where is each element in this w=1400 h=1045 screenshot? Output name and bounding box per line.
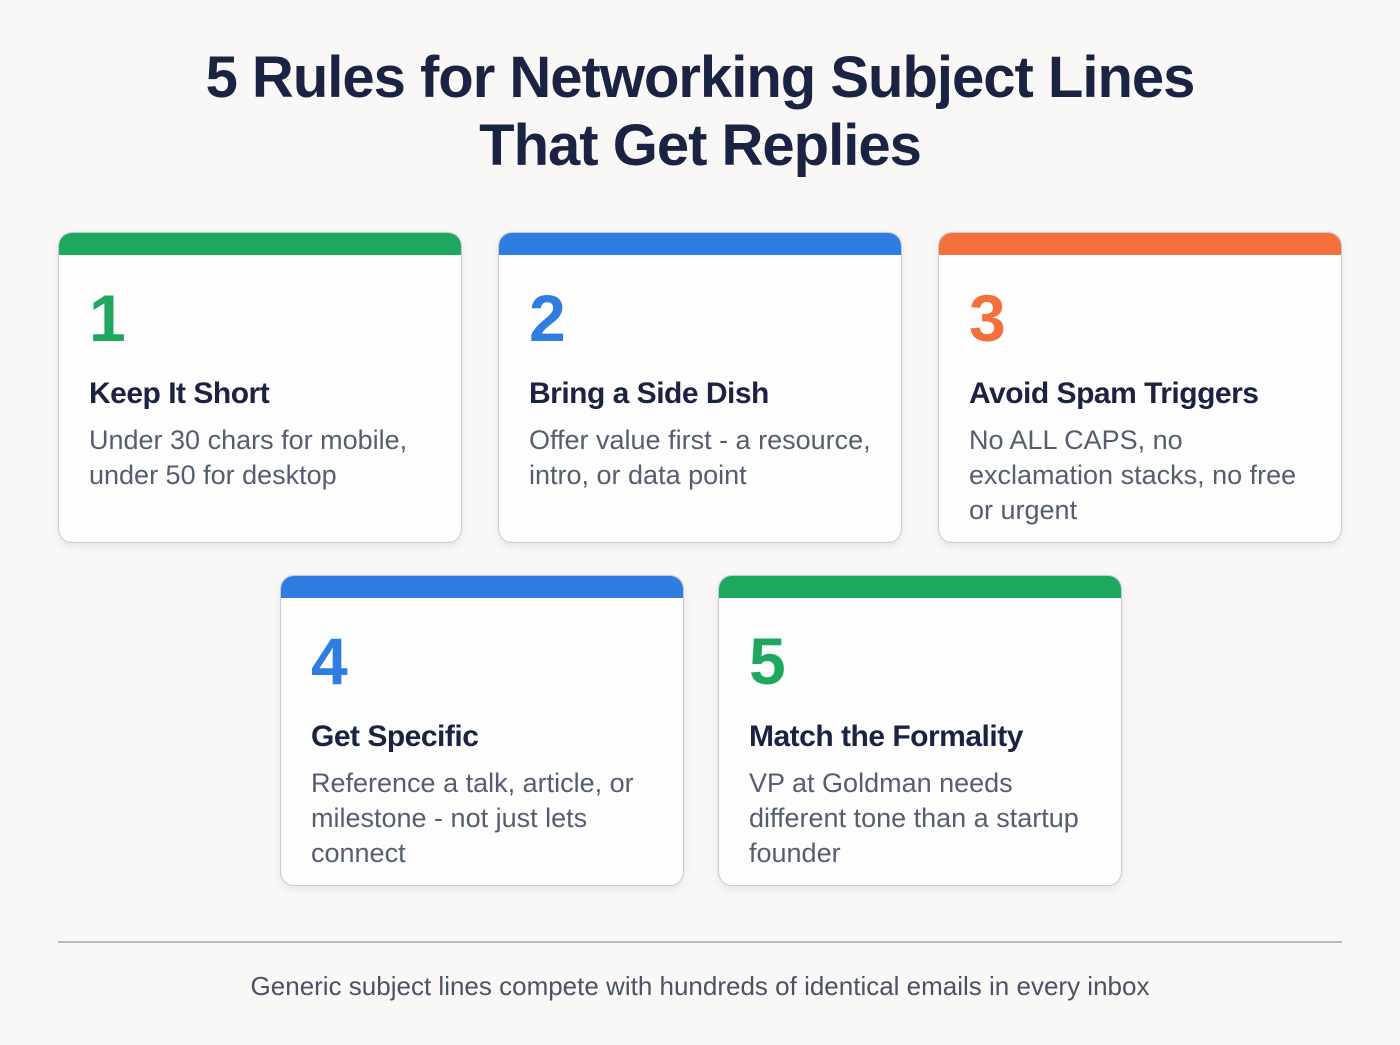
- rule-card-keep-it-short: 1 Keep It Short Under 30 chars for mobil…: [58, 232, 462, 543]
- card-accent-bar: [59, 233, 461, 255]
- card-title: Avoid Spam Triggers: [969, 377, 1259, 410]
- rule-card-match-the-formality: 5 Match the Formality VP at Goldman need…: [718, 575, 1122, 886]
- card-description: Reference a talk, article, or milestone …: [311, 768, 634, 868]
- card-number: 2: [529, 281, 566, 355]
- footer-divider: [58, 941, 1342, 943]
- card-accent-bar: [939, 233, 1341, 255]
- rule-card-avoid-spam-triggers: 3 Avoid Spam Triggers No ALL CAPS, no ex…: [938, 232, 1342, 543]
- card-body: 5 Match the Formality VP at Goldman need…: [719, 598, 1121, 871]
- page-title-line-2: That Get Replies: [479, 113, 922, 179]
- card-accent-bar: [281, 576, 683, 598]
- card-title: Match the Formality: [749, 720, 1023, 753]
- page-title: 5 Rules for Networking Subject Lines Tha…: [0, 44, 1400, 181]
- card-body: 2 Bring a Side Dish Offer value first - …: [499, 255, 901, 493]
- page-title-line-1: 5 Rules for Networking Subject Lines: [205, 45, 1196, 110]
- card-number: 4: [311, 624, 348, 698]
- rule-card-get-specific: 4 Get Specific Reference a talk, article…: [280, 575, 684, 886]
- card-number: 3: [969, 281, 1006, 355]
- card-description: Offer value first - a resource, intro, o…: [529, 425, 871, 490]
- card-description: Under 30 chars for mobile, under 50 for …: [89, 425, 408, 490]
- card-body: 4 Get Specific Reference a talk, article…: [281, 598, 683, 871]
- card-number: 5: [749, 624, 786, 698]
- card-description: No ALL CAPS, no exclamation stacks, no f…: [969, 425, 1297, 525]
- card-title: Get Specific: [311, 720, 479, 753]
- card-body: 3 Avoid Spam Triggers No ALL CAPS, no ex…: [939, 255, 1341, 528]
- card-description: VP at Goldman needs different tone than …: [749, 768, 1079, 868]
- rule-card-bring-a-side-dish: 2 Bring a Side Dish Offer value first - …: [498, 232, 902, 543]
- footer-note: Generic subject lines compete with hundr…: [250, 971, 1150, 1001]
- card-title: Keep It Short: [89, 377, 270, 410]
- card-body: 1 Keep It Short Under 30 chars for mobil…: [59, 255, 461, 493]
- card-number: 1: [89, 281, 126, 355]
- card-accent-bar: [719, 576, 1121, 598]
- card-title: Bring a Side Dish: [529, 377, 769, 410]
- card-accent-bar: [499, 233, 901, 255]
